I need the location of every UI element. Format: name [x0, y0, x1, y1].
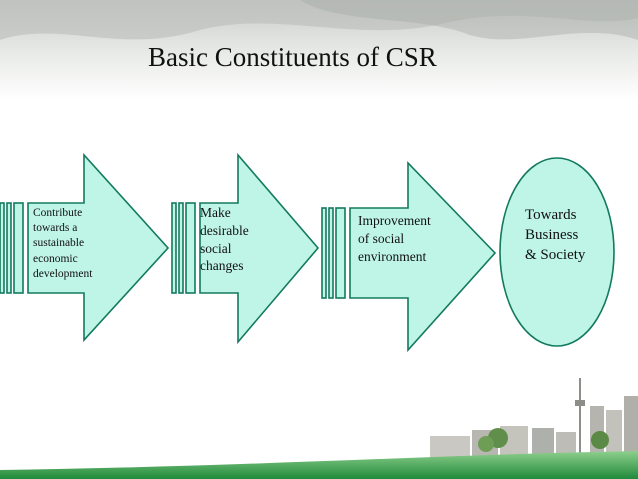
- banner-texture: [0, 0, 638, 40]
- step-3-arrow: [321, 161, 497, 353]
- goal-circle: [499, 157, 615, 347]
- bottom-band: [0, 451, 638, 479]
- city-skyline: [430, 378, 638, 458]
- step-1-arrow: [0, 152, 170, 343]
- step-2-arrow: [171, 152, 320, 345]
- step-3-label: Improvement of social environment: [358, 213, 431, 264]
- banner-cloud: [300, 0, 638, 40]
- step-2-label: Make desirable social changes: [200, 205, 249, 274]
- step-1-label: Contribute towards a sustainable economi…: [33, 207, 93, 280]
- slide-title: Basic Constituents of CSR: [148, 42, 437, 72]
- goal-label: Towards Business & Society: [525, 207, 586, 263]
